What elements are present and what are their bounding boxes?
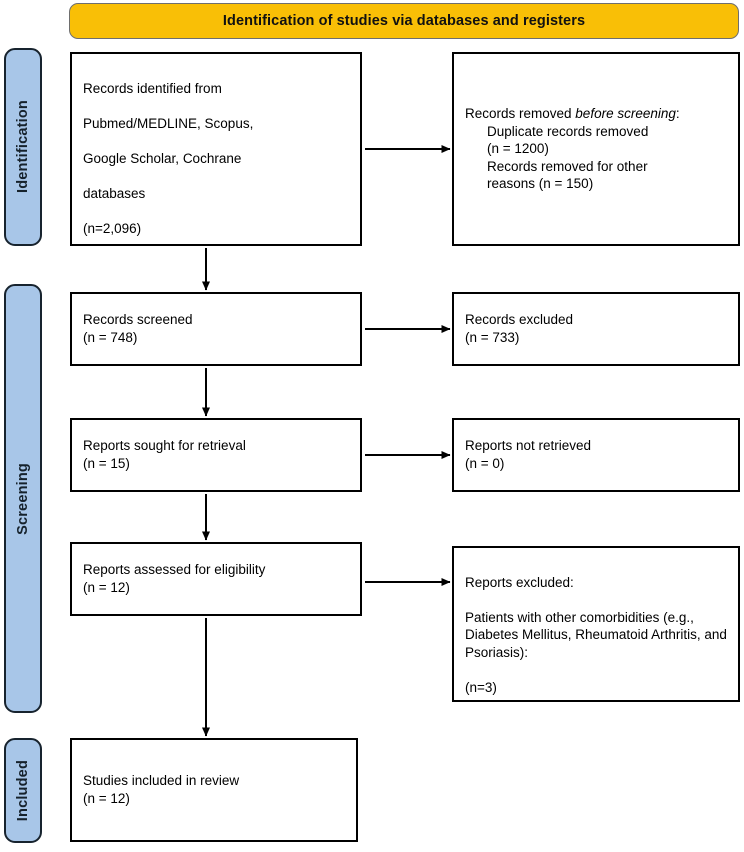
reports-excluded-heading: Reports excluded: xyxy=(465,574,574,590)
duplicate-records-removed-count: (n = 1200) xyxy=(487,141,549,157)
studies-included-label: Studies included in review xyxy=(83,773,240,789)
reports-excluded-body: Patients with other comorbidities (e.g.,… xyxy=(465,609,727,660)
records-identified-line-4: databases xyxy=(83,185,146,201)
reports-sought-label: Reports sought for retrieval xyxy=(83,438,246,454)
reports-assessed-label: Reports assessed for eligibility xyxy=(83,562,266,578)
records-removed-heading-colon: : xyxy=(675,106,680,122)
records-identified-count: (n=2,096) xyxy=(83,220,142,236)
duplicate-records-removed-label: Duplicate records removed xyxy=(487,123,649,139)
banner-identification-header: Identification of studies via databases … xyxy=(69,3,739,39)
reports-not-retrieved-count: (n = 0) xyxy=(465,456,505,471)
box-studies-included-in-review: Studies included in review (n = 12) xyxy=(70,738,358,842)
stage-label-included: Included xyxy=(4,738,42,843)
box-reports-assessed-for-eligibility: Reports assessed for eligibility (n = 12… xyxy=(70,542,362,616)
stage-label-identification: Identification xyxy=(4,48,42,246)
records-identified-line-1: Records identified from xyxy=(83,80,222,96)
box-records-screened: Records screened (n = 748) xyxy=(70,292,362,366)
reports-assessed-count: (n = 12) xyxy=(83,580,130,595)
stage-label-identification-text: Identification xyxy=(15,100,31,194)
box-records-removed-before-screening: Records removed before screening: Duplic… xyxy=(452,52,740,246)
banner-title: Identification of studies via databases … xyxy=(222,13,586,29)
records-excluded-label: Records excluded xyxy=(465,312,574,328)
reports-sought-count: (n = 15) xyxy=(83,456,130,471)
records-removed-heading-italic: before screening xyxy=(575,106,676,122)
records-removed-heading-lead: Records removed xyxy=(465,106,576,122)
box-records-excluded: Records excluded (n = 733) xyxy=(452,292,740,366)
box-reports-excluded: Reports excluded: Patients with other co… xyxy=(452,546,740,702)
other-reasons-removed-label: Records removed for other xyxy=(487,158,648,174)
box-reports-sought-for-retrieval: Reports sought for retrieval (n = 15) xyxy=(70,418,362,492)
reports-excluded-count: (n=3) xyxy=(465,679,497,695)
reports-not-retrieved-label: Reports not retrieved xyxy=(465,438,592,454)
stage-label-included-text: Included xyxy=(15,759,31,822)
records-identified-line-3: Google Scholar, Cochrane xyxy=(83,150,242,166)
stage-label-screening: Screening xyxy=(4,284,42,713)
other-reasons-removed-count: reasons (n = 150) xyxy=(487,176,594,192)
records-removed-heading: Records removed before screening: xyxy=(465,105,728,123)
box-reports-not-retrieved: Reports not retrieved (n = 0) xyxy=(452,418,740,492)
box-records-identified: Records identified from Pubmed/MEDLINE, … xyxy=(70,52,362,246)
studies-included-count: (n = 12) xyxy=(83,791,130,806)
records-screened-label: Records screened xyxy=(83,312,193,328)
stage-label-screening-text: Screening xyxy=(15,462,31,535)
records-identified-line-2: Pubmed/MEDLINE, Scopus, xyxy=(83,115,254,131)
records-screened-count: (n = 748) xyxy=(83,330,138,345)
records-excluded-count: (n = 733) xyxy=(465,330,520,345)
